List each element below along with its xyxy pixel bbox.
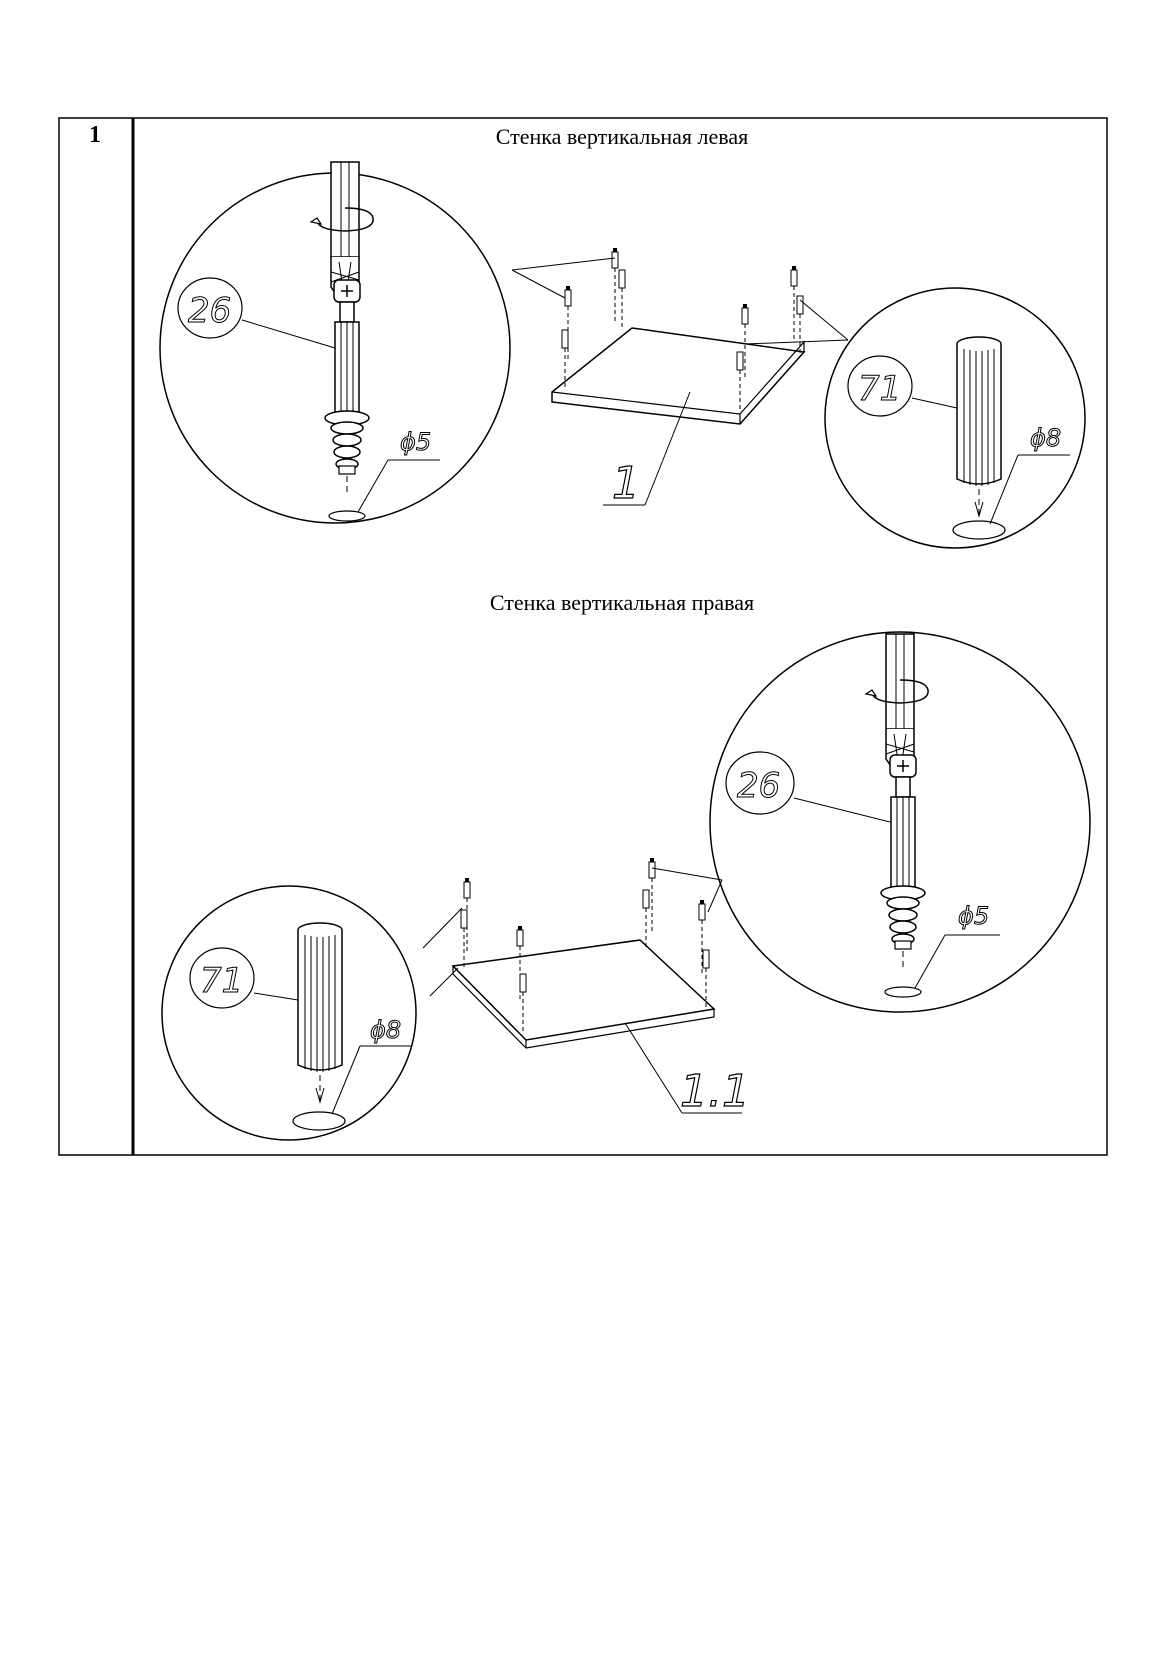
dowel-callout: 71 xyxy=(200,961,243,1001)
screw-hole xyxy=(884,986,922,998)
confirmat-screw-icon xyxy=(880,754,926,972)
detail-circle-screw xyxy=(709,631,1091,1013)
panel-label: 1.1 xyxy=(680,1066,750,1117)
wooden-dowel-icon xyxy=(297,922,343,1103)
detail-circle-dowel xyxy=(161,885,417,1141)
confirmat-screw-icon xyxy=(324,279,370,497)
dowel-hole-diameter: ϕ8 xyxy=(370,1016,401,1044)
screw-hole xyxy=(328,510,366,522)
section-left: 26 ϕ5 71 ϕ8 xyxy=(159,161,1086,549)
frame-border xyxy=(58,117,1108,1156)
screw-callout: 26 xyxy=(188,291,231,331)
detail-circle-dowel xyxy=(824,287,1086,549)
dowel-hole xyxy=(952,520,1006,540)
panel-1-1 xyxy=(451,939,716,1041)
wooden-dowel-icon xyxy=(956,336,1002,517)
panel-label: 1 xyxy=(612,458,640,509)
step-number: 1 xyxy=(89,122,101,148)
screw-hole-diameter: ϕ5 xyxy=(400,428,431,456)
section-right: 26 ϕ5 71 ϕ8 xyxy=(161,631,1091,1141)
dowel-hole-diameter: ϕ8 xyxy=(1030,424,1061,452)
panel-1 xyxy=(551,327,806,425)
section-title-right: Стенка вертикальная правая xyxy=(489,590,755,615)
screw-callout: 26 xyxy=(737,766,780,806)
dowel-callout: 71 xyxy=(858,369,901,409)
dowel-hole xyxy=(292,1111,346,1131)
section-title-left: Стенка вертикальная левая xyxy=(495,124,749,149)
screw-hole-diameter: ϕ5 xyxy=(958,902,989,930)
